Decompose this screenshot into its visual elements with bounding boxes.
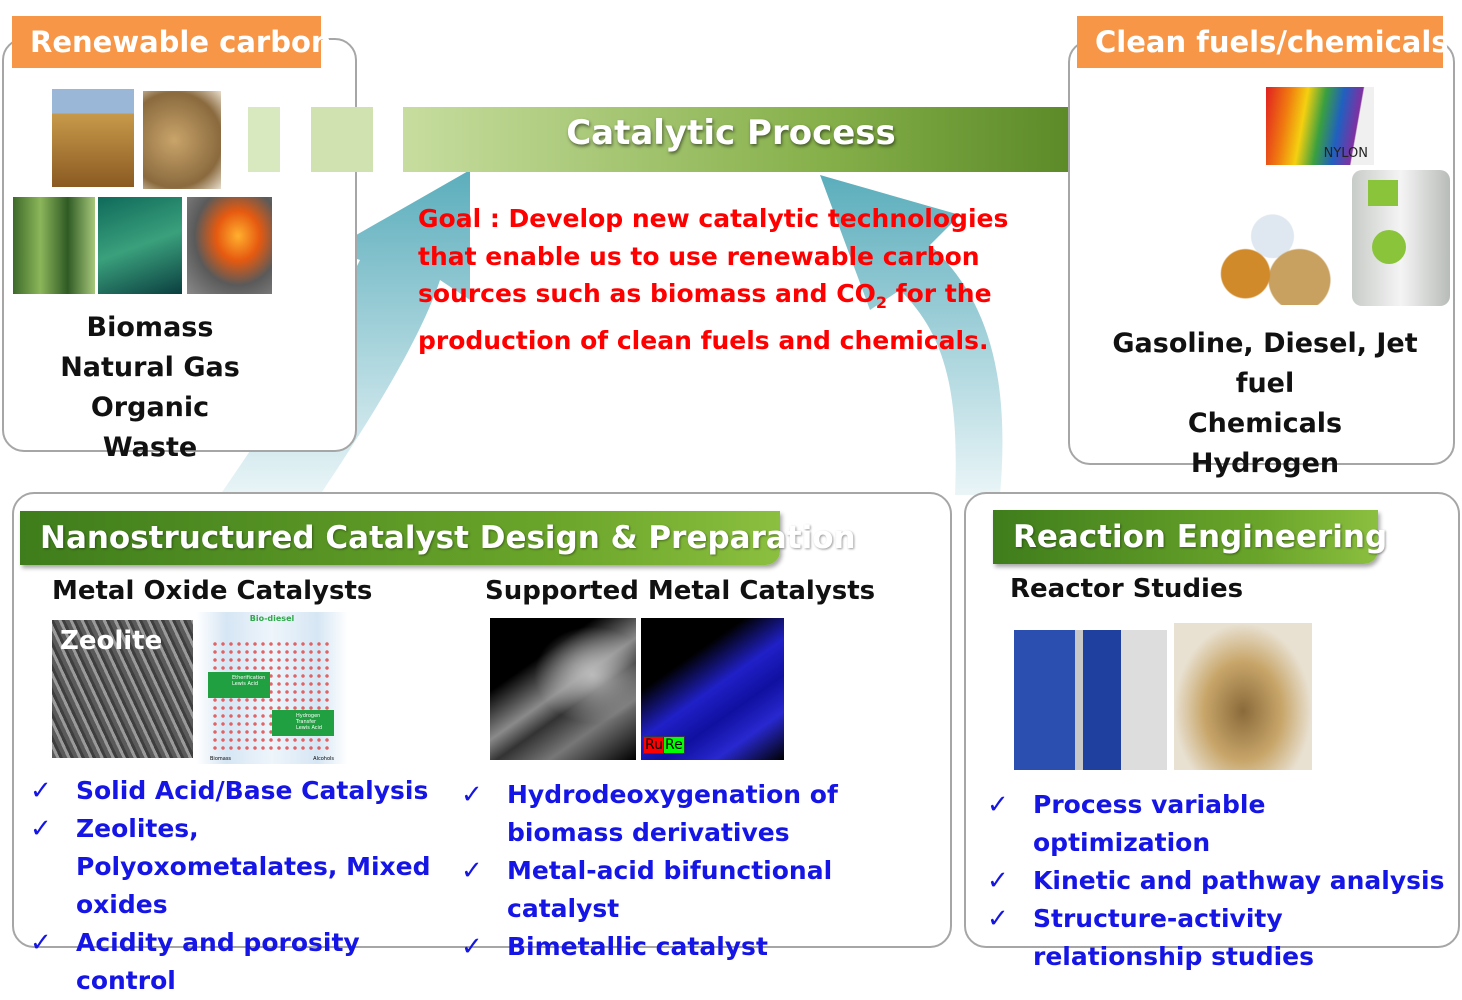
- catalytic-process-label: Catalytic Process: [566, 113, 896, 153]
- bullet: Bimetallic catalyst: [461, 928, 941, 966]
- re-legend: Re: [663, 736, 685, 754]
- grass-photo: [13, 197, 95, 294]
- item-biomass: Biomass: [86, 312, 214, 343]
- renewable-items: Biomass Natural Gas Organic Waste: [40, 308, 260, 468]
- bullet: Acidity and porosity control: [30, 924, 450, 1000]
- arrow-dash-2: [311, 107, 373, 172]
- metal-oxide-bullets: Solid Acid/Base Catalysis Zeolites, Poly…: [30, 772, 450, 1000]
- item-natural-gas: Natural Gas: [60, 352, 240, 383]
- metal-oxide-title: Metal Oxide Catalysts: [52, 576, 373, 606]
- step1-sub: Lewis Acid: [296, 725, 323, 731]
- supported-metal-title: Supported Metal Catalysts: [485, 576, 876, 606]
- goal-subscript: 2: [875, 293, 888, 312]
- wood-pellets-photo: [143, 91, 221, 189]
- fuel-pump-photo: [1352, 170, 1450, 306]
- tem-image: [490, 618, 636, 760]
- item-hydrogen: Hydrogen: [1190, 448, 1340, 479]
- reactor-photo-2: [1174, 623, 1312, 770]
- catalytic-process-arrow: [403, 83, 1242, 197]
- bullet: Hydrodeoxygenation of biomass derivative…: [461, 776, 941, 852]
- gas-flare-photo: [187, 197, 272, 294]
- goal-text-end: for the production of clean fuels and ch…: [418, 279, 992, 355]
- right-up-arrow: [820, 175, 1003, 495]
- alcohols-label: Alcohols: [313, 756, 334, 762]
- clean-items: Gasoline, Diesel, Jet fuel Chemicals Hyd…: [1080, 324, 1450, 484]
- bullet: Structure-activity relationship studies: [987, 900, 1447, 976]
- goal-statement: Goal : Develop new catalytic technologie…: [418, 200, 1038, 359]
- eds-map-image: Ru Re: [641, 618, 784, 760]
- goal-text: Goal : Develop new catalytic technologie…: [418, 204, 1009, 308]
- pump-screen: [1368, 180, 1398, 206]
- bullet: Process variable optimization: [987, 786, 1447, 862]
- clean-fuels-label: Clean fuels/chemicals: [1077, 16, 1449, 68]
- supported-metal-bullets: Hydrodeoxygenation of biomass derivative…: [461, 776, 941, 966]
- item-organic-waste: Organic Waste: [90, 392, 210, 463]
- bullet: Kinetic and pathway analysis: [987, 862, 1447, 900]
- reactor-studies-title: Reactor Studies: [1010, 574, 1244, 604]
- reactor-photo-1: [1014, 630, 1167, 770]
- biomass-bottle-photo: [1205, 180, 1340, 305]
- seaweed-photo: [98, 197, 182, 294]
- nylon-label: NYLON: [1323, 146, 1368, 161]
- step1-label: Hydrogen Transfer: [296, 713, 321, 725]
- reaction-engineering-header: Reaction Engineering: [993, 510, 1387, 564]
- item-fuels: Gasoline, Diesel, Jet fuel: [1112, 328, 1418, 399]
- zeolite-label: Zeolite: [60, 626, 163, 656]
- bullet: Metal-acid bifunctional catalyst: [461, 852, 941, 928]
- reaction-bullets: Process variable optimization Kinetic an…: [987, 786, 1447, 976]
- arrow-dash-1: [248, 107, 280, 172]
- bullet: Solid Acid/Base Catalysis: [30, 772, 450, 810]
- wheat-harvest-photo: [52, 89, 134, 187]
- leaf-icon: [1372, 230, 1406, 264]
- bullet: Zeolites, Polyoxometalates, Mixed oxides: [30, 810, 450, 924]
- step2-sub: Lewis Acid: [232, 681, 259, 687]
- nanostructured-header: Nanostructured Catalyst Design & Prepara…: [20, 511, 856, 565]
- renewable-carbon-label: Renewable carbon: [12, 16, 332, 68]
- biodiesel-title: Bio-diesel: [249, 614, 295, 623]
- ru-legend: Ru: [643, 736, 665, 754]
- nylon-photo: NYLON: [1266, 87, 1374, 165]
- step2-label: Etherification: [232, 675, 266, 681]
- item-chemicals: Chemicals: [1187, 408, 1343, 439]
- zeolite-photo: Zeolite: [52, 620, 193, 758]
- biomass-label: Biomass: [210, 756, 232, 762]
